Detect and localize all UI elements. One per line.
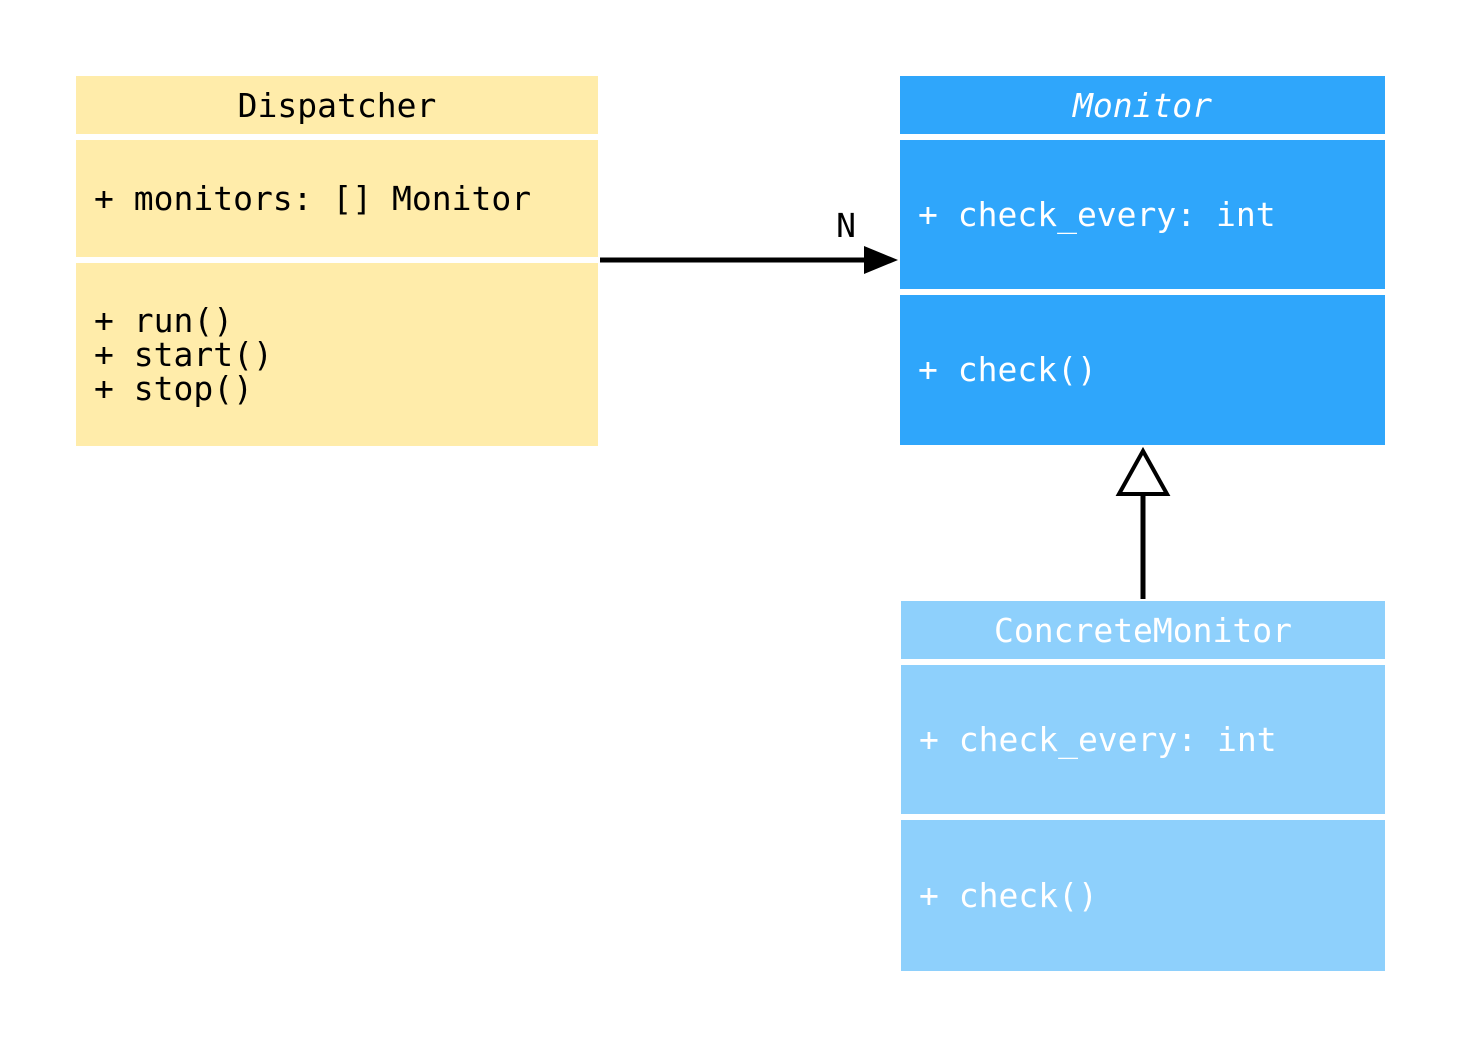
association-multiplicity-label: N [836,206,856,245]
method: + check() [918,350,1097,389]
association-arrowhead-icon [864,246,898,274]
method: + check() [919,875,1098,915]
class-box-dispatcher: Dispatcher + monitors: [] Monitor + run(… [76,76,598,446]
class-box-monitor: Monitor + check_every: int + check() [900,76,1385,445]
class-name: ConcreteMonitor [993,610,1292,650]
method: + stop() [94,368,253,408]
class-methods-monitor: + check() [900,295,1385,445]
class-box-concrete-monitor: ConcreteMonitor + check_every: int + che… [901,601,1385,971]
class-title-monitor: Monitor [900,76,1385,134]
attribute: + check_every: int [919,719,1277,759]
method: + start() [94,334,273,374]
class-title-concrete-monitor: ConcreteMonitor [901,601,1385,659]
method: + run() [94,300,234,340]
attribute: + check_every: int [918,194,1276,234]
class-title-dispatcher: Dispatcher [76,76,598,134]
class-name: Dispatcher [237,85,437,125]
inheritance-arrowhead-icon [1115,446,1171,496]
class-methods-dispatcher: + run() + start() + stop() [76,263,598,446]
attribute: + monitors: [] Monitor [94,178,532,218]
class-attributes-dispatcher: + monitors: [] Monitor [76,140,598,257]
class-attributes-concrete-monitor: + check_every: int [901,665,1385,814]
class-methods-concrete-monitor: + check() [901,820,1385,971]
class-name: Monitor [1072,85,1213,125]
class-attributes-monitor: + check_every: int [900,140,1385,289]
